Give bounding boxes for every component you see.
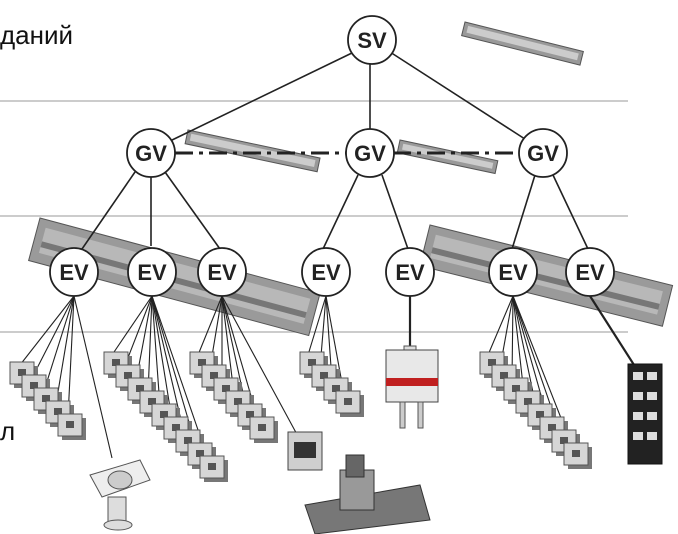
din-rail-device-icon: [304, 454, 431, 534]
node-gv-left: GV: [126, 128, 176, 178]
socket-port: [136, 385, 144, 392]
socket-port: [160, 411, 168, 418]
socket-port: [524, 398, 532, 405]
svg-text:GV: GV: [354, 141, 386, 166]
socket-port: [198, 359, 206, 366]
patch-panel-ev-right: [419, 224, 674, 327]
socket-port: [208, 463, 216, 470]
node-ev-7: EV: [565, 247, 615, 297]
socket-port: [30, 382, 38, 389]
patch-panel-gv-center: [396, 139, 499, 175]
svg-text:EV: EV: [311, 260, 341, 285]
socket-port: [488, 359, 496, 366]
node-ev-4: EV: [301, 247, 351, 297]
patch-panel-gv-left: [184, 129, 321, 173]
connection-lines: [81, 51, 589, 250]
socket-port: [332, 385, 340, 392]
socket-port: [210, 372, 218, 379]
camera-icon: [89, 459, 151, 531]
socket-port: [512, 385, 520, 392]
socket-port: [124, 372, 132, 379]
caption-text: даний: [0, 20, 73, 50]
svg-text:GV: GV: [527, 141, 559, 166]
socket-port: [18, 369, 26, 376]
svg-text:EV: EV: [395, 260, 425, 285]
patch-panel-top: [461, 21, 584, 66]
svg-text:EV: EV: [575, 260, 605, 285]
socket-port: [42, 395, 50, 402]
network-module-icon: [287, 431, 323, 471]
svg-text:EV: EV: [498, 260, 528, 285]
socket-port: [148, 398, 156, 405]
socket-port: [184, 437, 192, 444]
node-gv-center: GV: [345, 128, 395, 178]
socket-port: [560, 437, 568, 444]
socket-port: [536, 411, 544, 418]
socket-port: [222, 385, 230, 392]
node-gv-right: GV: [518, 128, 568, 178]
socket-port: [54, 408, 62, 415]
socket-port: [112, 359, 120, 366]
node-ev-1: EV: [49, 247, 99, 297]
node-ev-6: EV: [488, 247, 538, 297]
node-ev-3: EV: [197, 247, 247, 297]
socket-port: [234, 398, 242, 405]
socket-port: [66, 421, 74, 428]
svg-text:GV: GV: [135, 141, 167, 166]
svg-text:SV: SV: [357, 28, 387, 53]
socket-port: [500, 372, 508, 379]
node-sv: SV: [347, 15, 397, 65]
svg-text:EV: EV: [137, 260, 167, 285]
socket-port: [172, 424, 180, 431]
socket-port: [344, 398, 352, 405]
socket-port: [572, 450, 580, 457]
socket-port: [246, 411, 254, 418]
node-ev-5: EV: [385, 247, 435, 297]
socket-port: [258, 424, 266, 431]
socket-port: [196, 450, 204, 457]
caption-fragment: л: [0, 416, 15, 446]
media-converter-icon: [385, 345, 439, 429]
socket-port: [320, 372, 328, 379]
din-switch-icon: [627, 363, 663, 465]
node-ev-2: EV: [127, 247, 177, 297]
svg-text:EV: EV: [59, 260, 89, 285]
svg-text:EV: EV: [207, 260, 237, 285]
socket-port: [308, 359, 316, 366]
socket-port: [548, 424, 556, 431]
wall-sockets: [9, 351, 592, 482]
